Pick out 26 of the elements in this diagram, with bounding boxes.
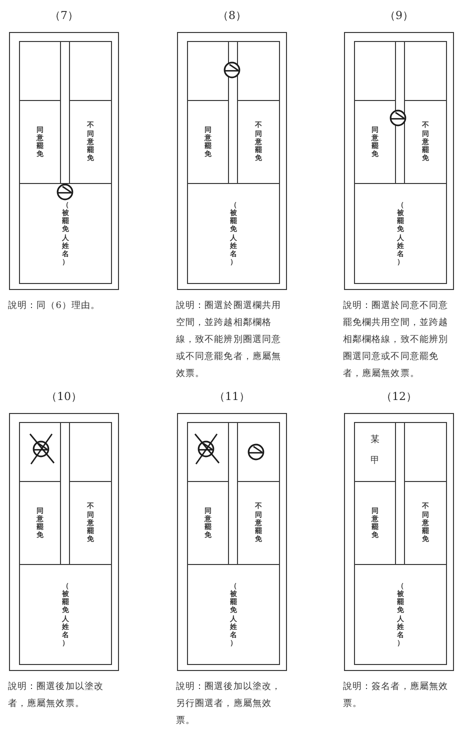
name-cell bbox=[354, 564, 447, 665]
panel-number: （8） bbox=[218, 9, 246, 23]
panel-number: （10） bbox=[46, 390, 82, 404]
stamp-area-cell bbox=[404, 422, 447, 482]
name-cell bbox=[187, 183, 280, 284]
explanation-text: 說明：圈選後加以塗改，另行圈選者，應屬無效票。 bbox=[176, 680, 282, 728]
name-cell bbox=[354, 183, 447, 284]
stamp-area-cell bbox=[354, 422, 396, 482]
explanation-text: 說明：圈選於圈選欄共用空間，並跨越相鄰欄格線，致不能辨別圈選同意或不同意罷免者，應屬無效票。 bbox=[176, 300, 282, 381]
name-cell bbox=[19, 564, 112, 665]
stamp-area-cell bbox=[19, 41, 61, 101]
panel-number: （11） bbox=[214, 390, 250, 404]
signature-text: 某甲 bbox=[370, 434, 380, 468]
explanation-text: 說明：同（6）理由。 bbox=[8, 300, 102, 313]
stamp-area-cell bbox=[404, 41, 447, 101]
name-cell bbox=[19, 183, 112, 284]
stamp-area-cell bbox=[69, 41, 112, 101]
explanation-text: 說明：簽名者，應屬無效票。 bbox=[343, 680, 450, 711]
stamp-area-cell bbox=[69, 422, 112, 482]
explanation-text: 說明：圈選後加以塗改者，應屬無效票。 bbox=[8, 680, 104, 711]
stamp-area-cell bbox=[354, 41, 396, 101]
name-cell bbox=[187, 564, 280, 665]
panel-number: （12） bbox=[381, 390, 417, 404]
panel-number: （7） bbox=[50, 9, 78, 23]
explanation-text: 說明：圈選於同意不同意罷免欄共用空間，並跨越相鄰欄格線，致不能辨別圈選同意或不同意罷免者，應屬無效票。 bbox=[343, 300, 450, 381]
panel-number: （9） bbox=[384, 9, 414, 23]
